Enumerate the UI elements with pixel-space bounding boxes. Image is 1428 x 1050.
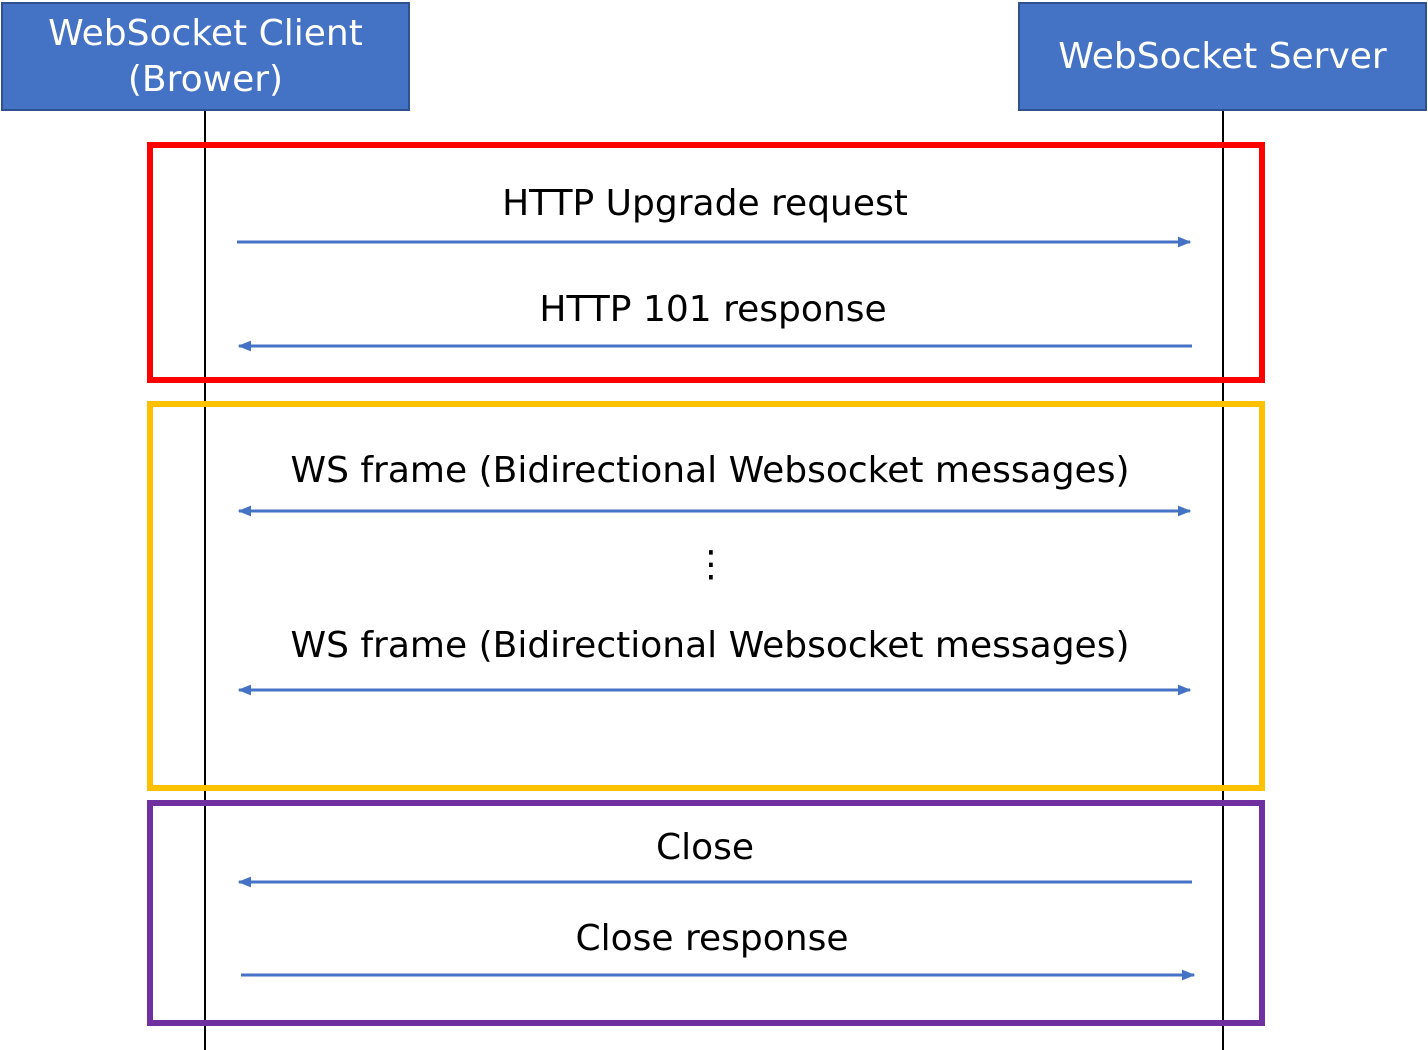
client-participant: WebSocket Client (Brower): [1, 2, 410, 111]
ws-frame-label-1: WS frame (Bidirectional Websocket messag…: [290, 450, 1130, 491]
close-response-label: Close response: [575, 918, 849, 959]
close-label: Close: [655, 827, 755, 868]
continuation-ellipsis: ⋮: [693, 544, 729, 585]
server-participant: WebSocket Server: [1018, 2, 1427, 111]
client-participant-name: WebSocket Client: [48, 12, 363, 54]
data-transfer-phase-box: [147, 401, 1265, 791]
101-response-label: HTTP 101 response: [539, 289, 887, 330]
handshake-phase-box: [147, 142, 1265, 383]
ws-frame-label-2: WS frame (Bidirectional Websocket messag…: [290, 625, 1130, 666]
upgrade-request-label: HTTP Upgrade request: [502, 183, 908, 224]
server-participant-name: WebSocket Server: [1058, 35, 1387, 77]
closing-phase-box: [147, 800, 1265, 1026]
client-participant-subtitle: (Brower): [127, 58, 284, 100]
